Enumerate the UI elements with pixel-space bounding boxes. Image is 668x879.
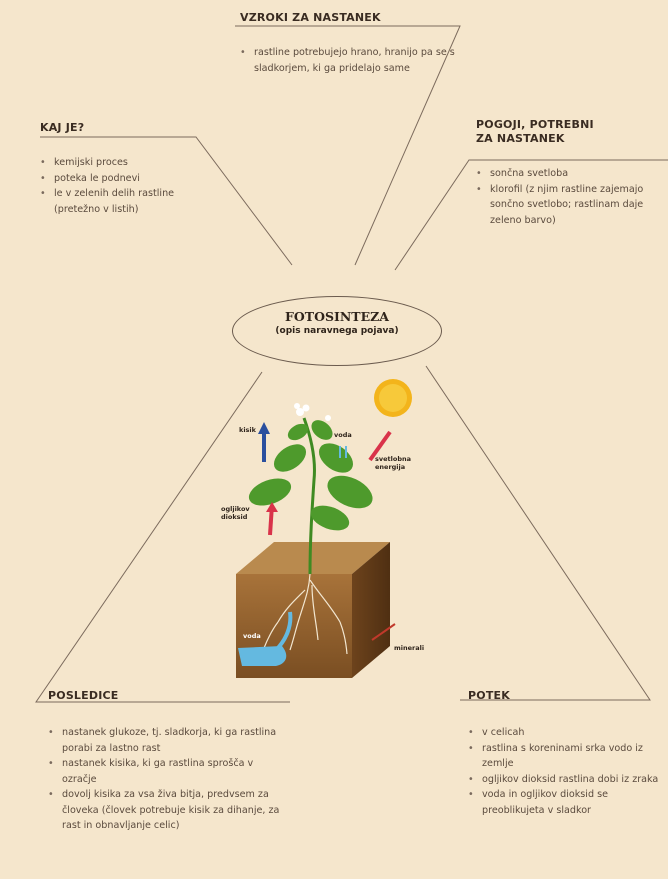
list-item: kemijski proces <box>40 155 230 171</box>
section-posledice: POSLEDICE nastanek glukoze, tj. sladkorj… <box>48 689 280 834</box>
label-voda-top: voda <box>334 431 352 439</box>
leaves <box>248 420 373 531</box>
label-kisik: kisik <box>239 426 256 434</box>
list-item: ogljikov dioksid rastlina dobi iz zraka <box>468 772 666 788</box>
section-title: POSLEDICE <box>48 689 119 702</box>
list-item: nastanek kisika, ki ga rastlina sprošča … <box>48 756 280 787</box>
list-item: sončna svetloba <box>476 166 666 182</box>
label-minerali: minerali <box>394 644 425 652</box>
list-item: le v zelenih delih rastline (pretežno v … <box>40 186 230 217</box>
soil-side <box>352 542 390 678</box>
section-title: VZROKI ZA NASTANEK <box>240 11 381 24</box>
center-ellipse: FOTOSINTEZA (opis naravnega pojava) <box>232 296 442 366</box>
list-item: klorofil (z njim rastline zajemajo sončn… <box>476 182 666 229</box>
water-vapor-arrows <box>339 446 347 458</box>
section-title: POTEK <box>468 689 510 702</box>
list-item: poteka le podnevi <box>40 171 230 187</box>
section-potek: POTEK v celicah rastlina s koreninami sr… <box>468 689 666 818</box>
roots <box>263 573 348 655</box>
label-svetlobna-energija: svetlobna energija <box>375 455 411 471</box>
section-title-line1: POGOJI, POTREBNI <box>476 118 594 131</box>
plant-stem <box>302 417 316 575</box>
list-item: voda in ogljikov dioksid se preoblikujet… <box>468 787 666 818</box>
minerals-arrow <box>371 623 396 641</box>
light-arrow <box>368 430 392 462</box>
list-item: v celicah <box>468 725 666 741</box>
list-item: dovolj kisika za vsa živa bitja, predvse… <box>48 787 280 834</box>
soil-top <box>236 542 390 574</box>
section-kaj-je: KAJ JE? kemijski proces poteka le podnev… <box>40 121 230 217</box>
water-arrow <box>274 611 293 652</box>
label-voda-bottom: voda <box>243 632 261 640</box>
flower <box>294 403 331 421</box>
section-title-line2: ZA NASTANEK <box>476 132 565 145</box>
list-item: rastlina s koreninami srka vodo iz zemlj… <box>468 741 666 772</box>
list-item: rastline potrebujejo hrano, hranijo pa s… <box>240 45 460 76</box>
label-ogljikov-dioksid: ogljikov dioksid <box>221 505 250 521</box>
list-item: nastanek glukoze, tj. sladkorja, ki ga r… <box>48 725 280 756</box>
center-subtitle: (opis naravnega pojava) <box>275 326 399 336</box>
section-vzroki: VZROKI ZA NASTANEK rastline potrebujejo … <box>240 11 460 76</box>
section-title: KAJ JE? <box>40 121 85 134</box>
center-title: FOTOSINTEZA <box>285 309 389 324</box>
section-pogoji: POGOJI, POTREBNI ZA NASTANEK sončna svet… <box>476 118 666 228</box>
water-puddle <box>238 646 287 666</box>
